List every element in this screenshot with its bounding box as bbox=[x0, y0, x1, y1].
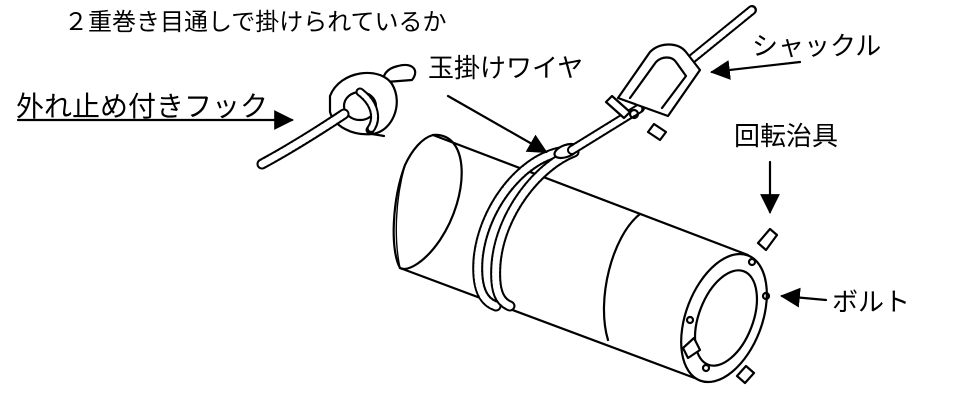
shackle-leader-arrow bbox=[710, 60, 802, 80]
diagram-title: ２重巻き目通しで掛けられているか bbox=[64, 8, 447, 36]
bolt-icon bbox=[685, 257, 771, 373]
wire-label: 玉掛けワイヤ bbox=[428, 54, 584, 84]
shackle-icon bbox=[604, 43, 702, 142]
jig-label: 回転治具 bbox=[734, 122, 839, 152]
bolt-leader-arrow bbox=[780, 287, 828, 308]
shackle-label: シャックル bbox=[752, 32, 882, 62]
hook-icon bbox=[256, 63, 417, 170]
bolt-label: ボルト bbox=[832, 288, 911, 318]
cylinder-pipe-icon bbox=[392, 133, 750, 382]
sling-wire-icon bbox=[472, 5, 757, 312]
hook-label: 外れ止め付きフック bbox=[16, 90, 269, 123]
rotating-jig-icon bbox=[680, 227, 779, 385]
wire-leader-arrow bbox=[446, 94, 548, 154]
